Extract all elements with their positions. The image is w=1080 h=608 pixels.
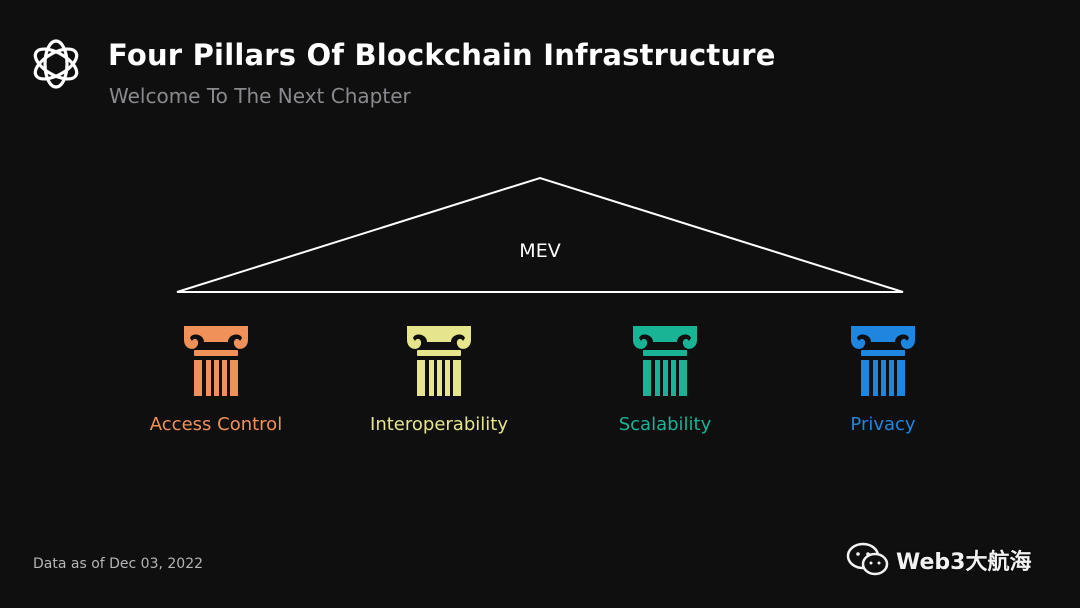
brand-logo-icon [33,39,79,89]
pillar-icon [851,326,915,396]
pillar-scalability: Scalability [555,322,775,435]
page-title: Four Pillars Of Blockchain Infrastructur… [108,38,776,72]
wechat-icon [846,542,889,576]
watermark: Web3大航海 [846,540,1031,580]
pillar-icon [407,326,471,396]
pillar-icon [184,326,248,396]
pillar-access-control: Access Control [106,322,326,435]
page-subtitle: Welcome To The Next Chapter [109,84,411,108]
pillar-label-interoperability: Interoperability [370,414,508,435]
pillar-label-access-control: Access Control [149,414,283,435]
pillar-label-scalability: Scalability [618,414,712,435]
roof-label: MEV [519,240,561,262]
watermark-text: Web3大航海 [896,550,1032,575]
pillar-interoperability: Interoperability [329,322,549,435]
pillar-label-privacy: Privacy [850,414,916,435]
pillar-privacy: Privacy [773,322,993,435]
data-date-note: Data as of Dec 03, 2022 [33,556,204,572]
pillar-icon [633,326,697,396]
